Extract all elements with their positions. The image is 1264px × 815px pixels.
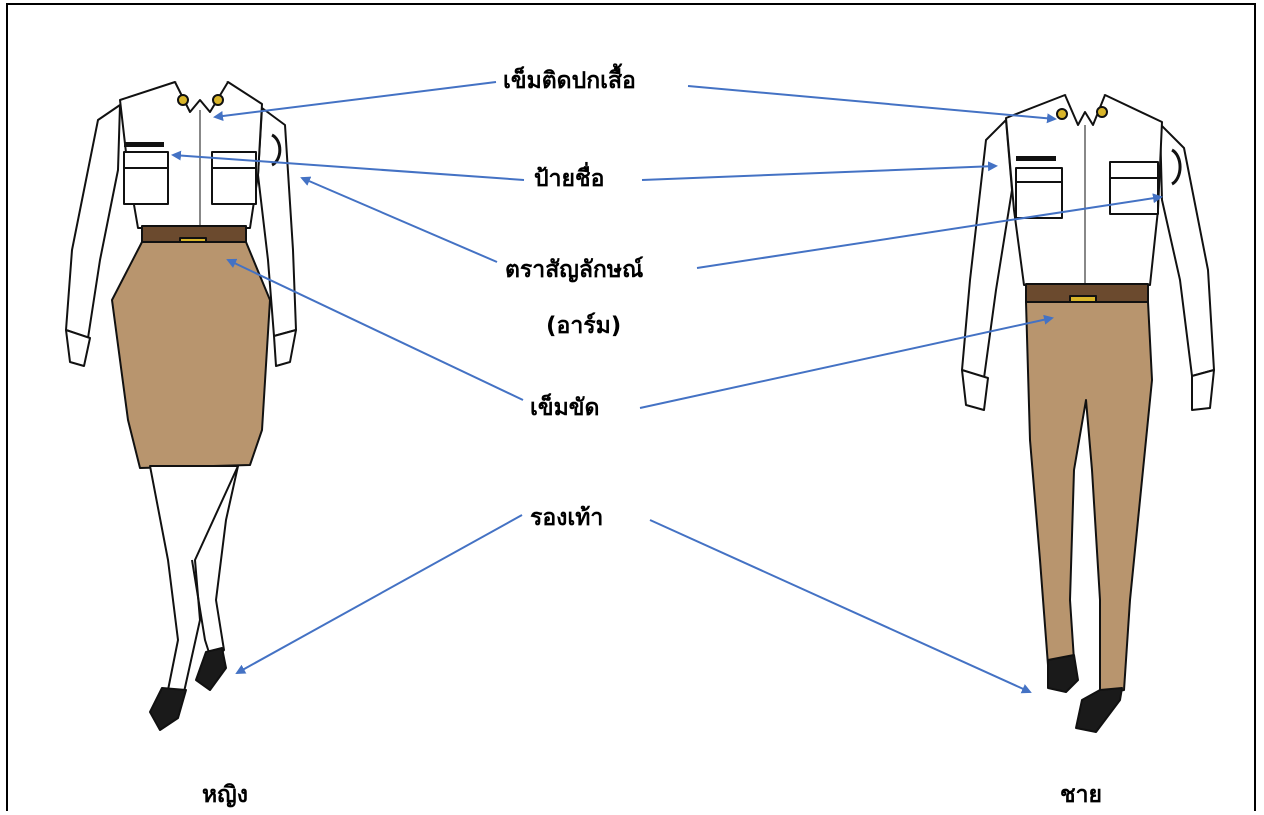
male-trousers — [1026, 302, 1152, 695]
arrow-shoes-male — [650, 520, 1030, 692]
label-emblem: ตราสัญลักษณ์ — [505, 259, 643, 282]
arrow-collar-pin-male — [688, 86, 1055, 119]
label-collar-pin: เข็มติดปกเสื้อ — [503, 70, 636, 93]
male-left-arm — [962, 120, 1012, 378]
caption-female: หญิง — [202, 784, 248, 807]
female-skirt — [112, 242, 270, 468]
caption-male: ชาย — [1060, 784, 1102, 807]
female-figure — [66, 82, 296, 730]
arrow-belt-female — [228, 260, 523, 400]
female-shoe-left — [150, 688, 186, 730]
arrow-shoes-female — [237, 515, 522, 673]
label-belt: เข็มขัด — [530, 397, 599, 420]
arrow-emblem-female — [302, 178, 497, 262]
arrow-collar-pin-female — [215, 82, 496, 117]
arrow-name-tag-male — [642, 166, 996, 180]
male-shoe-right — [1076, 688, 1122, 732]
female-shoe-right — [196, 648, 226, 690]
label-shoes: รองเท้า — [530, 507, 603, 530]
male-shoe-left — [1048, 655, 1078, 692]
arrow-belt-male — [640, 318, 1052, 408]
label-name-tag: ป้ายชื่อ — [534, 168, 604, 191]
male-figure — [962, 95, 1214, 732]
male-right-arm — [1160, 124, 1214, 376]
label-emblem-sub: (อาร์ม) — [546, 315, 621, 338]
